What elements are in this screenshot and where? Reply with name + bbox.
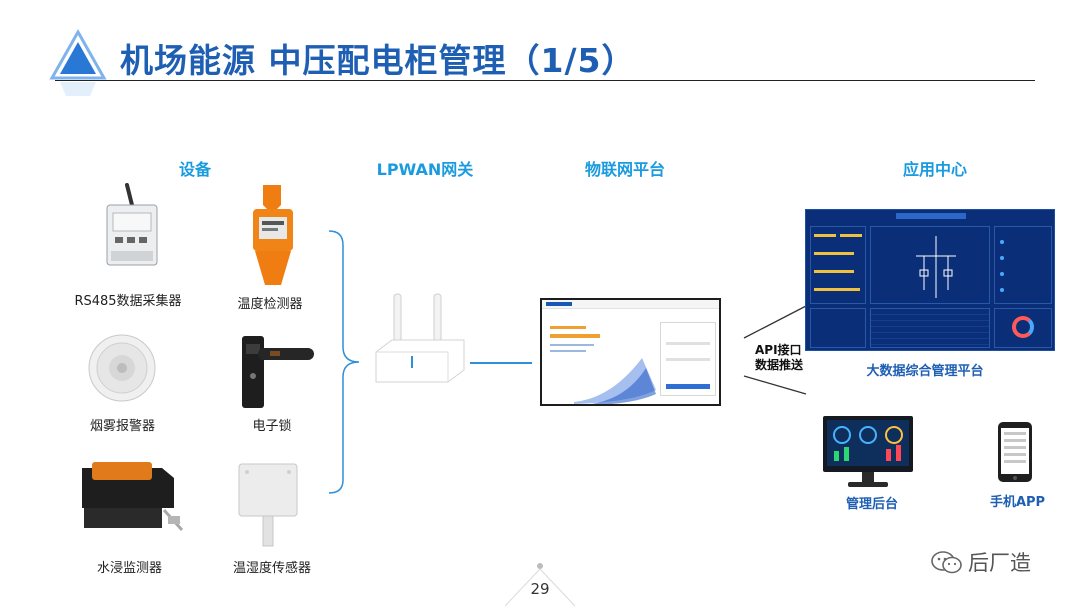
- app-label-mobile-app: 手机APP: [989, 495, 1046, 510]
- app-label-big-data-platform: 大数据综合管理平台: [866, 364, 984, 379]
- data-collector-icon: [106, 183, 158, 266]
- api-push-label: API接口 数据推送: [755, 343, 803, 373]
- device-label-smoke-alarm: 烟雾报警器: [89, 419, 155, 434]
- device-label-temperature-sensor: 温度检测器: [237, 297, 303, 312]
- device-label-data-collector: RS485数据采集器: [74, 294, 182, 309]
- smoke-alarm-icon: [88, 334, 156, 402]
- electronic-lock-icon: [242, 336, 314, 408]
- lpwan-gateway-router-icon: [375, 293, 465, 383]
- column-heading-app-center: 应用中心: [902, 160, 967, 179]
- api-interface-text: API接口: [755, 343, 802, 357]
- column-heading-devices: 设备: [178, 160, 211, 179]
- water-leak-sensor-icon: [82, 462, 184, 532]
- device-label-electronic-lock: 电子锁: [252, 419, 292, 434]
- app-label-management-backend: 管理后台: [845, 497, 898, 512]
- page-number: 29: [530, 580, 550, 598]
- brand-name: 后厂造: [968, 551, 1031, 575]
- header-logo-triangle-icon: [49, 28, 107, 96]
- api-push-connector-lines: [743, 305, 807, 395]
- device-label-humidity-sensor: 温湿度传感器: [232, 561, 311, 576]
- gateway-to-platform-connector: [470, 362, 532, 364]
- mobile-app-phone-icon: [998, 422, 1032, 482]
- page-title: 机场能源 中压配电柜管理（1/5）: [120, 41, 636, 80]
- humidity-sensor-icon: [238, 463, 298, 547]
- column-heading-gateway: LPWAN网关: [376, 160, 474, 179]
- big-data-dashboard-screen: [805, 209, 1055, 351]
- management-backend-monitor-icon: [823, 416, 913, 487]
- device-label-water-leak-sensor: 水浸监测器: [96, 561, 162, 576]
- column-heading-iot-platform: 物联网平台: [584, 160, 665, 179]
- iot-platform-login-screen: [540, 298, 721, 406]
- wechat-icon: [931, 551, 962, 574]
- device-group-bracket: [328, 230, 360, 494]
- temperature-sensor-icon: [253, 185, 293, 285]
- title-divider: [55, 80, 1035, 81]
- data-push-text: 数据推送: [755, 358, 804, 372]
- footer-page-marker-icon: [504, 563, 576, 607]
